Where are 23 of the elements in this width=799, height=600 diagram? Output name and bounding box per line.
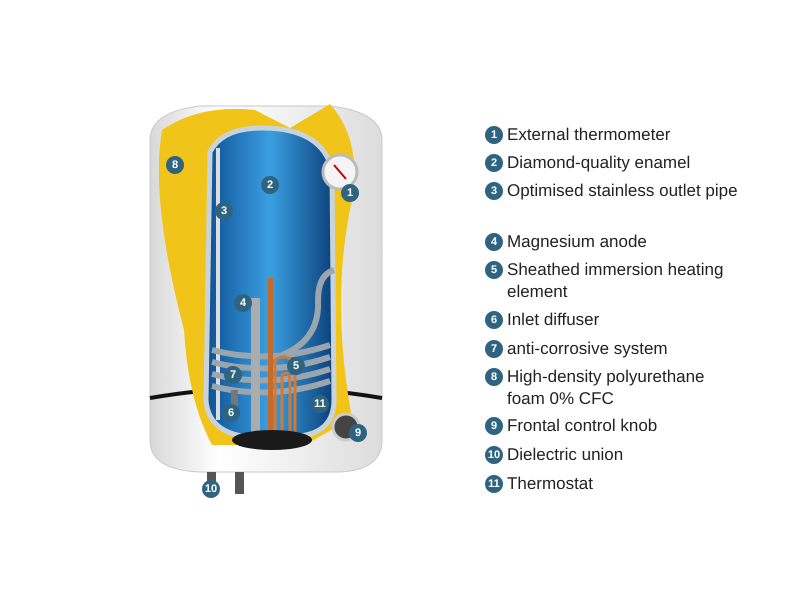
part-name: Frontal control knob <box>507 415 658 437</box>
callout-number: 2 <box>485 154 503 172</box>
part-name: Diamond-quality enamel <box>507 152 692 174</box>
part-name: External thermometer <box>507 124 672 146</box>
part-name: Optimised stainless outlet pipe <box>507 180 739 202</box>
part-name: Thermostat <box>507 473 594 495</box>
callout-number: 1 <box>485 126 503 144</box>
callout-number: 7 <box>485 340 503 358</box>
callout-number: 6 <box>485 311 503 329</box>
part-name: High-density polyurethane foam 0% CFC <box>507 366 706 410</box>
callout-number: 5 <box>485 261 503 279</box>
callout-number: 11 <box>485 475 503 493</box>
callout-number: 4 <box>485 233 503 251</box>
callout-number: 9 <box>485 417 503 435</box>
part-name: Inlet diffuser <box>507 309 600 331</box>
part-name: anti-corrosive system <box>507 338 669 360</box>
part-name: Magnesium anode <box>507 231 648 253</box>
part-name: Dielectric union <box>507 444 624 466</box>
callout-number: 8 <box>485 368 503 386</box>
callout-number: 10 <box>202 480 220 498</box>
callout-number: 10 <box>485 446 503 464</box>
part-name: Sheathed immersion heating element <box>507 259 724 303</box>
callout-number: 3 <box>485 182 503 200</box>
